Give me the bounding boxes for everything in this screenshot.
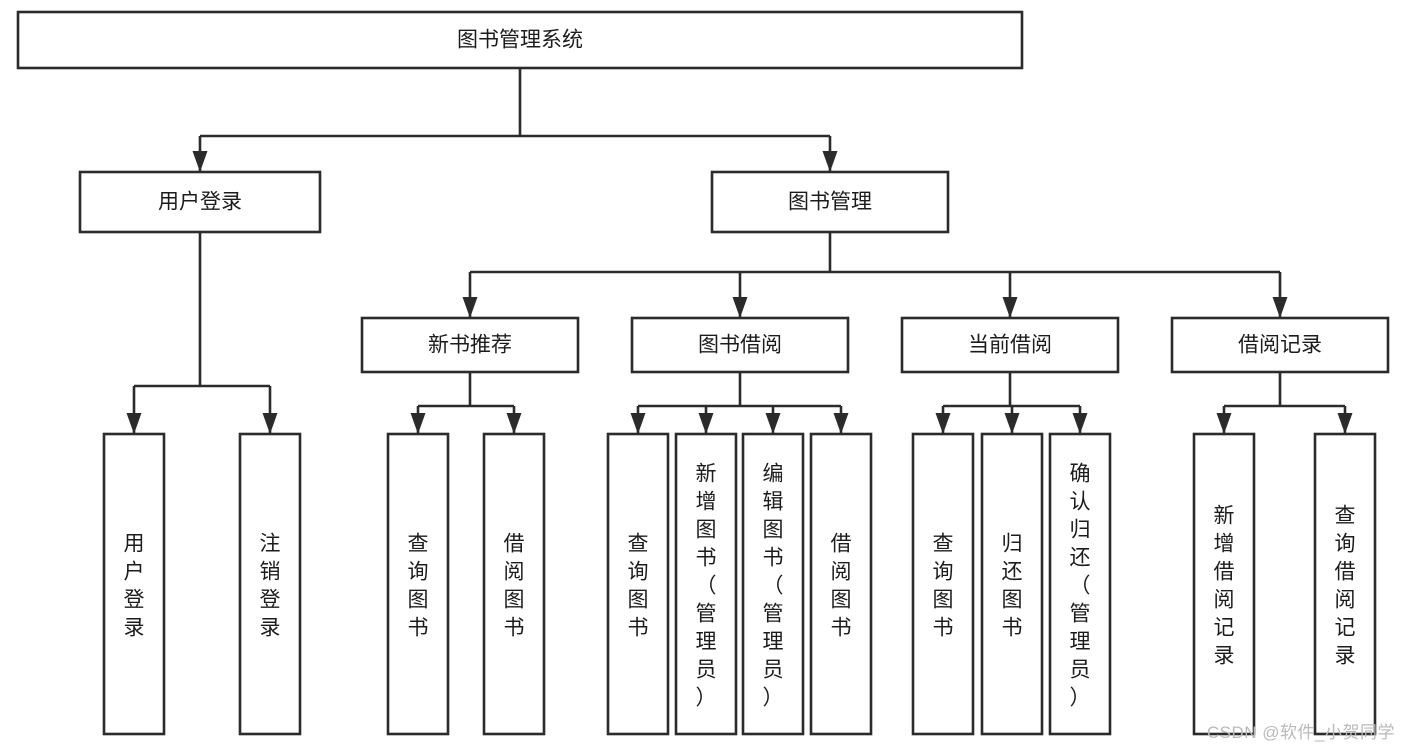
arrow-head-icon bbox=[462, 297, 478, 318]
node-label-recommend-query-book: 查询图书 bbox=[408, 532, 429, 639]
node-box-current-confirm-return-admin bbox=[1048, 432, 1112, 736]
arrow-head-icon bbox=[506, 413, 522, 434]
node-box-borrow-edit-book-admin bbox=[741, 432, 805, 736]
node-label-user-logout-leaf: 注销登录 bbox=[260, 532, 281, 639]
node-box-user-login bbox=[78, 170, 322, 234]
node-label-record-query: 查询借阅记录 bbox=[1335, 504, 1356, 667]
node-box-recommend-borrow-book bbox=[482, 432, 546, 736]
arrow-head-icon bbox=[192, 151, 208, 172]
node-root[interactable]: 图书管理系统 bbox=[16, 10, 1024, 70]
node-new-book-recommend[interactable]: 新书推荐 bbox=[360, 316, 580, 374]
node-borrow-add-book-admin[interactable]: 新增图书（管理员） bbox=[674, 432, 738, 736]
node-label-recommend-borrow-book: 借阅图书 bbox=[504, 532, 525, 639]
arrow-head-icon bbox=[1072, 413, 1088, 434]
node-label-borrow-record: 借阅记录 bbox=[1238, 334, 1322, 357]
arrow-head-icon bbox=[822, 151, 838, 172]
node-box-user-login-leaf bbox=[102, 432, 166, 736]
node-box-current-return-book bbox=[980, 432, 1044, 736]
node-current-return-book[interactable]: 归还图书 bbox=[980, 432, 1044, 736]
node-book-management[interactable]: 图书管理 bbox=[710, 170, 950, 234]
node-box-record-query bbox=[1313, 432, 1377, 736]
arrow-head-icon bbox=[126, 413, 142, 434]
node-box-borrow-record bbox=[1170, 316, 1390, 374]
arrow-head-icon bbox=[765, 413, 781, 434]
arrow-head-icon bbox=[410, 413, 426, 434]
node-box-book-borrow bbox=[630, 316, 850, 374]
node-box-new-book-recommend bbox=[360, 316, 580, 374]
node-record-query[interactable]: 查询借阅记录 bbox=[1313, 432, 1377, 736]
node-label-borrow-borrow-book: 借阅图书 bbox=[831, 532, 852, 639]
node-borrow-record[interactable]: 借阅记录 bbox=[1170, 316, 1390, 374]
node-box-current-query-book bbox=[911, 432, 975, 736]
node-label-record-add: 新增借阅记录 bbox=[1214, 504, 1235, 667]
node-current-query-book[interactable]: 查询图书 bbox=[911, 432, 975, 736]
node-borrow-borrow-book[interactable]: 借阅图书 bbox=[809, 432, 873, 736]
node-user-login-leaf[interactable]: 用户登录 bbox=[102, 432, 166, 736]
node-borrow-edit-book-admin[interactable]: 编辑图书（管理员） bbox=[741, 432, 805, 736]
node-label-user-login-leaf: 用户登录 bbox=[124, 532, 145, 639]
node-current-confirm-return-admin[interactable]: 确认归还（管理员） bbox=[1048, 432, 1112, 736]
node-label-current-confirm-return-admin: 确认归还（管理员） bbox=[1070, 462, 1091, 709]
arrow-head-icon bbox=[262, 413, 278, 434]
arrow-head-icon bbox=[732, 297, 748, 318]
node-box-book-management bbox=[710, 170, 950, 234]
node-box-borrow-add-book-admin bbox=[674, 432, 738, 736]
node-recommend-query-book[interactable]: 查询图书 bbox=[386, 432, 450, 736]
node-label-current-query-book: 查询图书 bbox=[933, 532, 954, 639]
node-user-login[interactable]: 用户登录 bbox=[78, 170, 322, 234]
node-user-logout-leaf[interactable]: 注销登录 bbox=[238, 432, 302, 736]
node-borrow-query-book[interactable]: 查询图书 bbox=[606, 432, 670, 736]
node-label-borrow-query-book: 查询图书 bbox=[628, 532, 649, 639]
node-box-recommend-query-book bbox=[386, 432, 450, 736]
node-box-borrow-borrow-book bbox=[809, 432, 873, 736]
node-label-book-management: 图书管理 bbox=[788, 191, 872, 214]
connector-layer bbox=[126, 68, 1353, 434]
arrow-head-icon bbox=[698, 413, 714, 434]
node-box-root bbox=[16, 10, 1024, 70]
node-label-current-return-book: 归还图书 bbox=[1002, 532, 1023, 639]
arrow-head-icon bbox=[1216, 413, 1232, 434]
arrow-head-icon bbox=[935, 413, 951, 434]
node-record-add[interactable]: 新增借阅记录 bbox=[1192, 432, 1256, 736]
arrow-head-icon bbox=[630, 413, 646, 434]
node-recommend-borrow-book[interactable]: 借阅图书 bbox=[482, 432, 546, 736]
node-layer: 图书管理系统用户登录用户登录注销登录图书管理新书推荐查询图书借阅图书图书借阅查询… bbox=[16, 10, 1390, 736]
arrow-head-icon bbox=[1004, 413, 1020, 434]
node-label-current-borrow: 当前借阅 bbox=[968, 334, 1052, 357]
arrow-head-icon bbox=[1002, 297, 1018, 318]
node-current-borrow[interactable]: 当前借阅 bbox=[900, 316, 1120, 374]
node-label-borrow-add-book-admin: 新增图书（管理员） bbox=[696, 462, 717, 709]
node-label-new-book-recommend: 新书推荐 bbox=[428, 334, 512, 357]
arrow-head-icon bbox=[1272, 297, 1288, 318]
node-box-user-logout-leaf bbox=[238, 432, 302, 736]
node-book-borrow[interactable]: 图书借阅 bbox=[630, 316, 850, 374]
node-label-root: 图书管理系统 bbox=[457, 29, 583, 52]
node-label-borrow-edit-book-admin: 编辑图书（管理员） bbox=[763, 462, 784, 709]
node-label-book-borrow: 图书借阅 bbox=[698, 334, 782, 357]
arrow-head-icon bbox=[1337, 413, 1353, 434]
node-box-borrow-query-book bbox=[606, 432, 670, 736]
node-box-record-add bbox=[1192, 432, 1256, 736]
node-box-current-borrow bbox=[900, 316, 1120, 374]
arrow-head-icon bbox=[833, 413, 849, 434]
node-label-user-login: 用户登录 bbox=[158, 191, 242, 214]
